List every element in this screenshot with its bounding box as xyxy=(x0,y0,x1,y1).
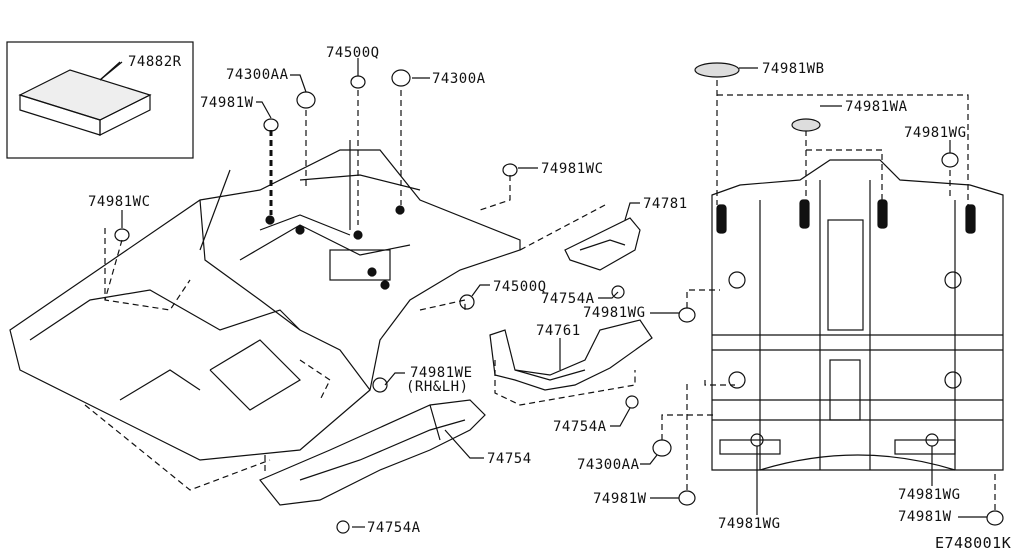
nut-74754A-upper-drawing xyxy=(611,285,625,299)
label-74981WB: 74981WB xyxy=(762,61,825,77)
label-74981W-top: 74981W xyxy=(200,95,254,111)
label-74981WG-mid: 74981WG xyxy=(583,305,646,321)
plugs-right-drawing xyxy=(652,62,1004,526)
label-74981WC-left: 74981WC xyxy=(88,194,151,210)
label-74754: 74754 xyxy=(487,451,532,467)
label-74981WG-bottom-left: 74981WG xyxy=(718,516,781,532)
label-74500Q-mid: 74500Q xyxy=(493,279,547,295)
label-74754A-mid: 74754A xyxy=(553,419,607,435)
label-74300AA-low: 74300AA xyxy=(577,457,640,473)
label-74981WG-bottom-right: 74981WG xyxy=(898,487,961,503)
label-74981WE: 74981WE xyxy=(410,365,473,381)
label-74300AA-top: 74300AA xyxy=(226,67,289,83)
label-74781: 74781 xyxy=(643,196,688,212)
label-74981W-low: 74981W xyxy=(593,491,647,507)
front-floor-panel-drawing xyxy=(9,140,521,461)
cover-74781-drawing xyxy=(564,217,641,271)
guide-lines-left xyxy=(84,90,606,491)
insulator-74761-drawing xyxy=(489,319,653,391)
label-74754A-upper: 74754A xyxy=(541,291,595,307)
label-74882R: 74882R xyxy=(128,54,182,70)
plug-74500Q-mid-drawing xyxy=(459,294,475,310)
leader-lines xyxy=(99,58,987,528)
nut-74754A-bottom-drawing xyxy=(336,520,350,534)
label-74981W-bottom-right: 74981W xyxy=(898,509,952,525)
label-74981WE-note: (RH&LH) xyxy=(406,379,469,395)
label-74981WG-right: 74981WG xyxy=(904,125,967,141)
diagram-code: E748001K xyxy=(935,534,1012,552)
guide-lines-right xyxy=(661,80,996,510)
plugs-top-drawing xyxy=(114,69,518,242)
insulator-74754-drawing xyxy=(259,399,486,506)
mat-inset-box xyxy=(6,41,194,159)
nut-74754A-mid-drawing xyxy=(625,395,639,409)
guide-lines-74761 xyxy=(494,360,636,406)
rear-floor-panel-drawing xyxy=(711,159,1004,471)
label-74981WC-right: 74981WC xyxy=(541,161,604,177)
label-74761: 74761 xyxy=(536,323,581,339)
label-74500Q-top: 74500Q xyxy=(326,45,380,61)
label-74981WA: 74981WA xyxy=(845,99,908,115)
label-74754A-bottom: 74754A xyxy=(367,520,421,536)
floor-mat-drawing xyxy=(18,61,152,136)
label-74300A: 74300A xyxy=(432,71,486,87)
